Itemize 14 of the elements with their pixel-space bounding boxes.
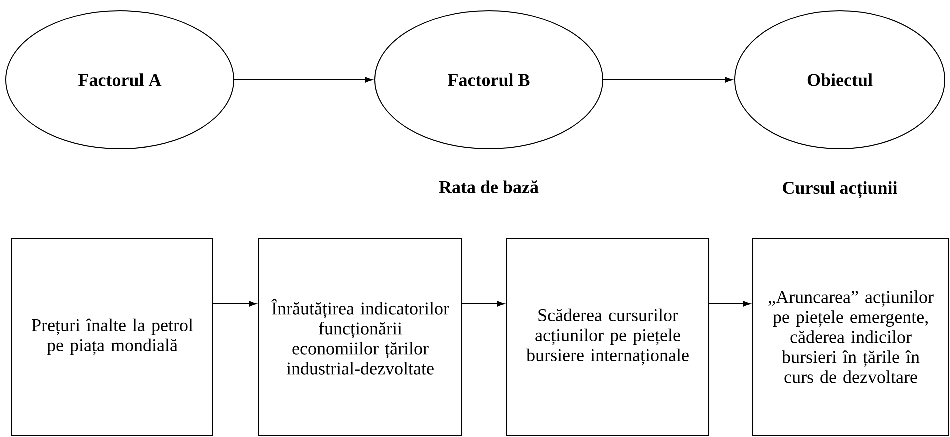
ellipse-node: Factorul A [6, 10, 234, 150]
process-box: Prețuri înalte la petrol pe piața mondială [12, 238, 214, 436]
ellipse-node: Obiectul [734, 10, 946, 150]
caption-text: Cursul acțiunii [783, 181, 898, 199]
process-box: Înrăutățirea indicatorilor funcționării economiilor țărilor industrial-dezvoltate [258, 238, 462, 436]
process-box: „Aruncarea” acțiunilor pe piețele emergente, căderea indicilor bursieri în țările în curs de dezvoltare [752, 238, 950, 436]
arrow [462, 301, 505, 307]
ellipse-node: Factorul B [374, 10, 604, 150]
process-box: Scăderea cursurilor acțiunilor pe piețele bursiere internaționale [506, 238, 710, 436]
arrow [709, 301, 751, 307]
arrow [603, 77, 733, 83]
arrow [234, 77, 373, 83]
caption-text: Rata de bază [439, 180, 539, 194]
arrow [213, 301, 257, 307]
